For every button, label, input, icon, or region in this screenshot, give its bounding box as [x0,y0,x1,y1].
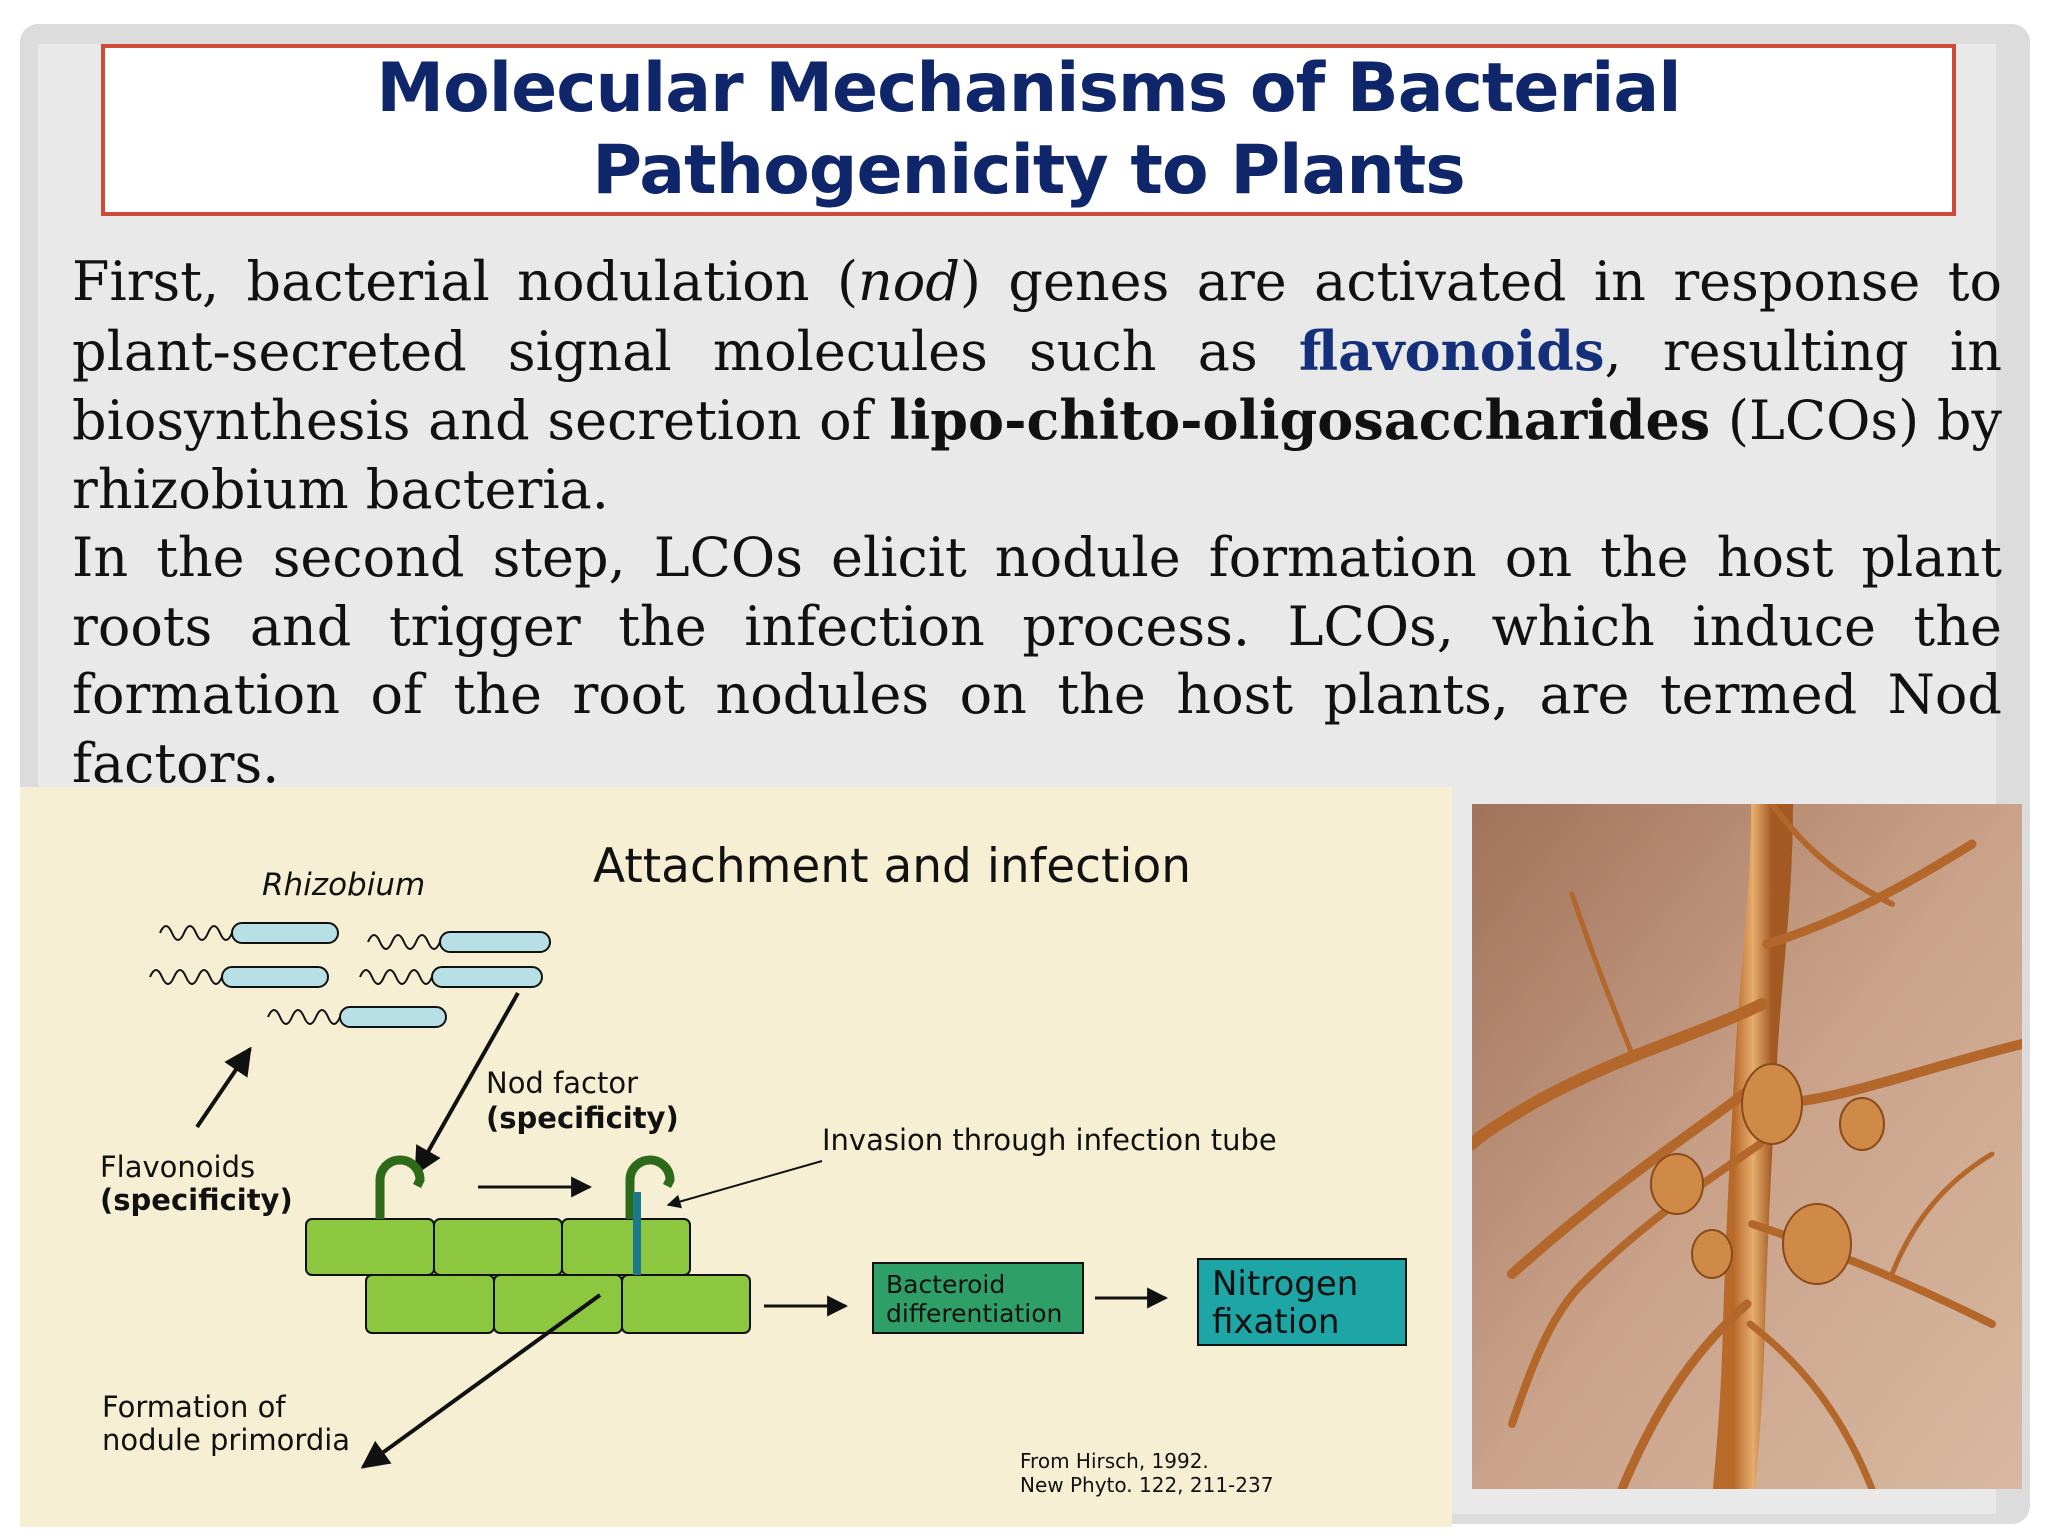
invasion-label: Invasion through infection tube [822,1123,1277,1157]
p1-part1: First, bacterial nodulation ( [72,250,859,313]
root-cell-4 [365,1274,495,1334]
p1-nod: nod [858,250,960,313]
formation-line-2: nodule primordia [102,1423,350,1457]
bacteroid-line-2: differentiation [886,1299,1062,1328]
flavonoids-specificity: (specificity) [100,1183,293,1217]
bacteria-cells [221,922,551,1028]
nitrogen-line-1: Nitrogen [1212,1264,1358,1304]
p1-part3: , resulting in biosynthesis and secretio… [72,319,2002,453]
root-cell-2 [433,1218,563,1276]
title-line-1: Molecular Mechanisms of Bacterial [376,49,1681,128]
bacterium-1 [231,922,339,944]
citation-line-1: From Hirsch, 1992. [1020,1449,1209,1473]
bacteroid-line-1: Bacteroid [886,1270,1005,1299]
p1-lcos: lipo-chito-oligosaccharides [889,388,1711,452]
flavonoids-arrow [195,1046,252,1129]
rhizobium-label: Rhizobium [262,867,425,903]
nod-factor-arrow [414,992,520,1176]
bacterium-3 [221,966,329,988]
nod-factor-specificity: (specificity) [486,1101,679,1135]
diagram-heading: Attachment and infection [593,839,1191,894]
title-box: Molecular Mechanisms of Bacterial Pathog… [101,44,1956,216]
bacterium-2 [439,931,551,953]
bacterium-5 [339,1006,447,1028]
root-nodules-illustration [1472,804,2022,1489]
citation-line-2: New Phyto. 122, 211-237 [1020,1473,1273,1497]
root-cell-1 [305,1218,435,1276]
root-cell-3 [561,1218,691,1276]
root-cells [305,1218,751,1334]
p1-part4: (LCOs) by rhizobium bacteria. [72,389,2002,521]
invasion-arrow [666,1160,823,1209]
p1-part2: ) genes are activated in response to pla… [72,250,2002,383]
flavonoids-label: Flavonoids [100,1150,255,1184]
title-line-2: Pathogenicity to Plants [592,131,1465,210]
diagram-svg: Attachment and infection Rhizobium Nod f… [100,839,1407,1497]
nod-factor-label: Nod factor [486,1066,638,1100]
diagram: Attachment and infection Rhizobium Nod f… [20,787,1452,1527]
nitrogen-box [1197,1258,1407,1346]
body-text: First, bacterial nodulation (nod) genes … [72,248,2002,798]
p1-flavonoids: flavonoids [1298,318,1605,383]
root-hairs [375,1155,675,1219]
root-cell-6 [621,1274,751,1334]
formation-line-1: Formation of [102,1390,286,1424]
primordia-arrow [360,1293,602,1469]
nitrogen-line-2: fixation [1212,1302,1340,1342]
bacterium-4 [431,966,543,988]
root-nodules-photo [1472,804,2022,1489]
paragraph-1: First, bacterial nodulation (nod) genes … [72,248,2002,524]
paragraph-2: In the second step, LCOs elicit nodule f… [72,526,2002,795]
bacteroid-box [872,1262,1084,1334]
